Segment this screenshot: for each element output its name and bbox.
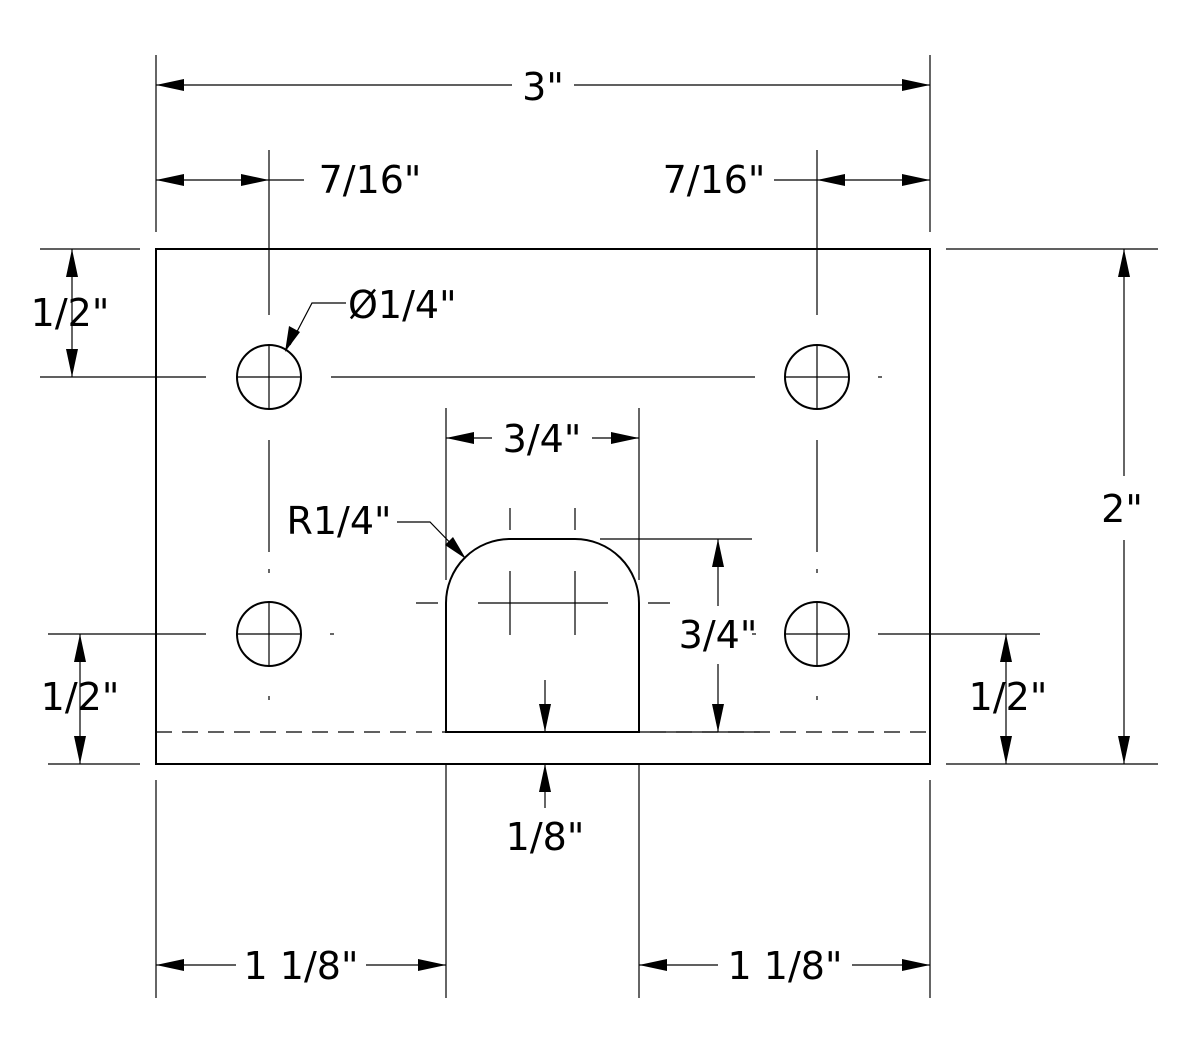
dimension-lines	[71, 84, 1125, 966]
extension-lines	[40, 55, 1158, 998]
dimension-labels: 3" 7/16" 7/16" Ø1/4" 1/2" 3/4" R1/4" 3/4…	[31, 65, 1143, 988]
dim-hole-diameter: Ø1/4"	[348, 283, 457, 327]
center-lines	[40, 150, 1040, 700]
dim-slot-width: 3/4"	[503, 417, 582, 461]
dim-left-hole-offset: 7/16"	[319, 158, 422, 202]
slot-cutout	[445, 538, 640, 733]
dim-bottom-right-offset: 1/2"	[969, 675, 1048, 719]
dim-overall-width: 3"	[522, 65, 564, 109]
dim-slot-gap: 1/8"	[506, 815, 585, 859]
dim-bottom-left-offset: 1/2"	[41, 675, 120, 719]
dim-slot-depth: 3/4"	[679, 613, 758, 657]
dim-right-hole-offset: 7/16"	[663, 158, 766, 202]
dim-top-hole-offset: 1/2"	[31, 291, 110, 335]
dim-slot-radius: R1/4"	[286, 499, 391, 543]
dim-left-slot-position: 1 1/8"	[244, 944, 359, 988]
dim-right-slot-position: 1 1/8"	[728, 944, 843, 988]
dim-overall-height: 2"	[1101, 487, 1143, 531]
plate-outline	[155, 248, 931, 765]
arrowheads	[66, 79, 1130, 971]
